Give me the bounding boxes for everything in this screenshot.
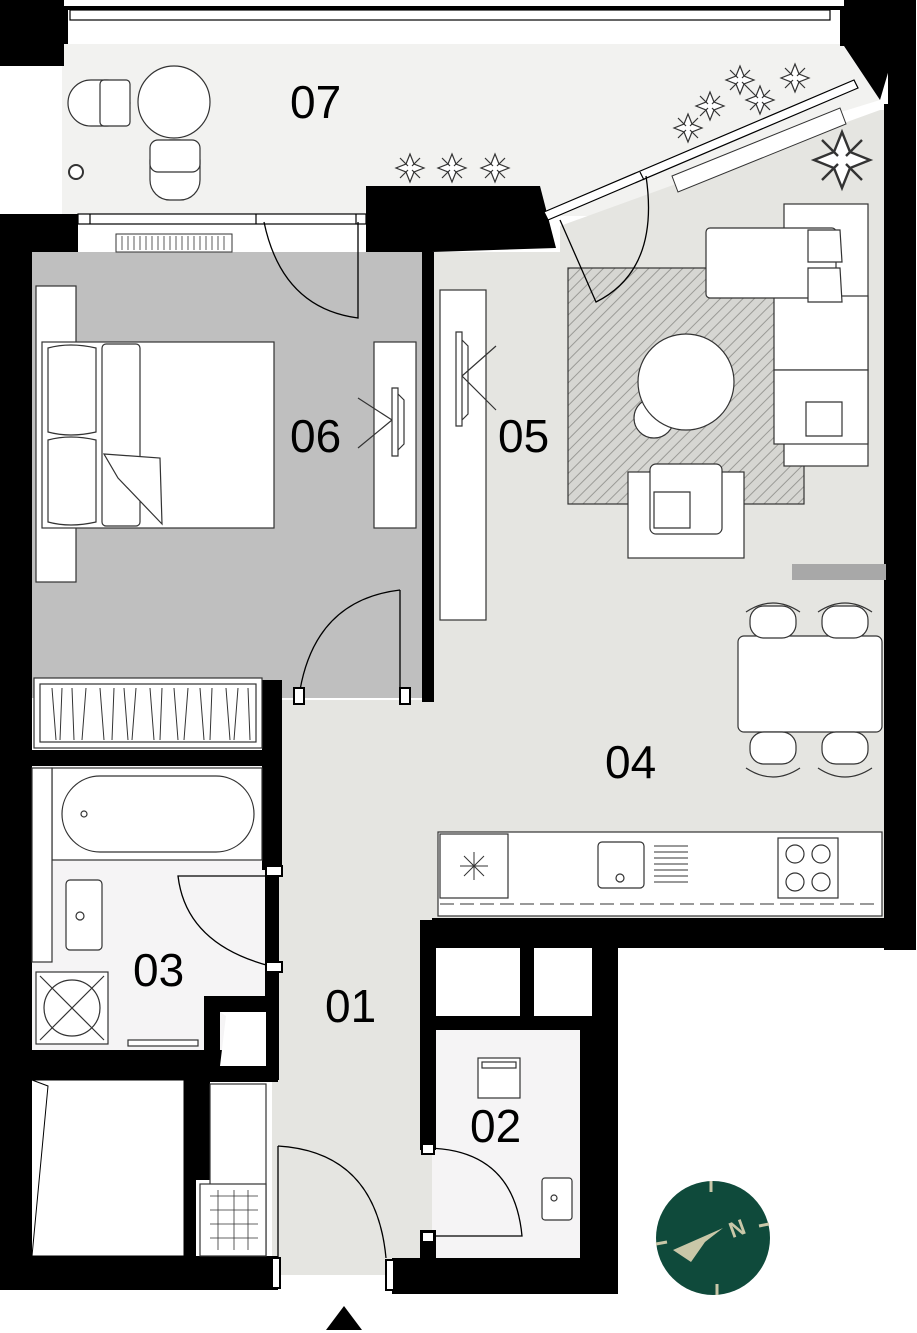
windows xyxy=(69,9,859,225)
room-label-01: 01 xyxy=(325,980,376,1032)
room-label-03: 03 xyxy=(133,944,184,996)
bath-drain xyxy=(127,1039,199,1047)
dining-set xyxy=(737,602,883,778)
dining-chair xyxy=(821,731,869,765)
closet-left xyxy=(440,948,520,1016)
tv-cabinet-living xyxy=(439,289,487,621)
tv-living xyxy=(455,331,497,427)
balcony-storage-left xyxy=(31,1079,185,1257)
bedroom-radiator xyxy=(115,233,233,253)
kitchen-counter xyxy=(437,831,883,917)
room-label-05: 05 xyxy=(498,410,549,462)
bath-wall-unit xyxy=(31,767,53,963)
cushion xyxy=(653,491,691,529)
entrance-arrow-icon xyxy=(326,1306,362,1330)
dining-table xyxy=(737,635,883,733)
balcony-floor-diagonal xyxy=(62,44,880,216)
hall-floor xyxy=(272,700,434,1275)
room-label-04: 04 xyxy=(605,736,656,788)
doors xyxy=(177,175,650,1259)
cushion xyxy=(807,229,843,263)
wc-fixtures xyxy=(477,1057,573,1221)
room-label-02: 02 xyxy=(470,1100,521,1152)
cushion xyxy=(805,401,843,437)
pillow xyxy=(47,436,97,526)
room-label-06: 06 xyxy=(290,410,341,462)
pillow xyxy=(47,344,97,436)
sink xyxy=(597,841,645,889)
closet-right xyxy=(534,948,592,1016)
room-labels: 01 02 03 04 05 06 07 xyxy=(133,76,656,1152)
room-label-07: 07 xyxy=(290,76,341,128)
dining-chair xyxy=(821,605,869,639)
living-radiator xyxy=(671,107,847,193)
shaft-inner xyxy=(220,1012,266,1066)
living-furniture xyxy=(439,203,869,621)
balcony-drain xyxy=(68,164,84,180)
bathroom-fixtures xyxy=(31,767,263,1047)
hall-wardrobe xyxy=(199,1083,267,1257)
dining-chair xyxy=(749,731,797,765)
balcony-table xyxy=(137,65,211,139)
cooktop xyxy=(777,837,839,899)
cushion xyxy=(807,267,843,303)
walls xyxy=(0,0,916,1294)
room-divider xyxy=(792,564,886,580)
bedroom-furniture xyxy=(33,285,417,749)
dining-chair xyxy=(749,605,797,639)
balcony-furniture xyxy=(67,65,211,201)
wardrobe-hangers xyxy=(51,687,251,741)
compass-icon: N xyxy=(655,1181,770,1295)
door-frames xyxy=(265,687,435,1291)
radiators xyxy=(115,107,847,253)
tv-bedroom xyxy=(357,387,405,457)
